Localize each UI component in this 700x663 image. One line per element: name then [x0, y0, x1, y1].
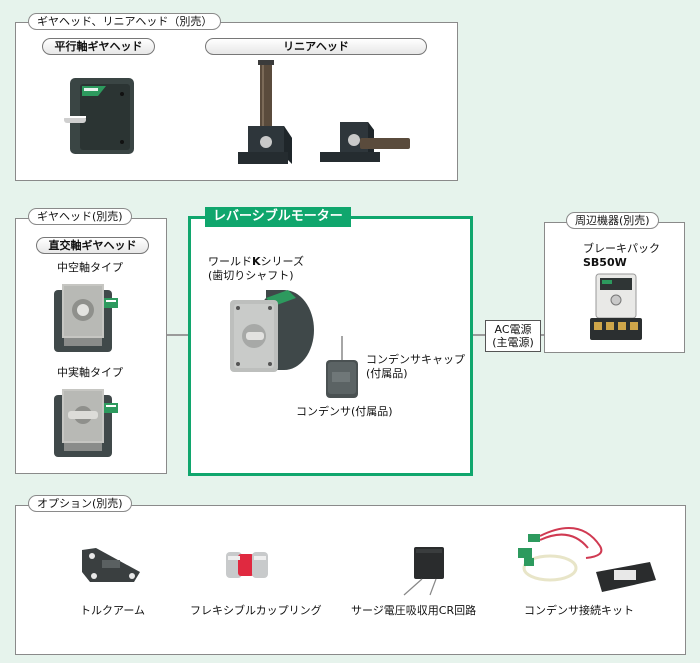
flexible-coupling-image	[226, 552, 268, 578]
options-tab: オプション(別売)	[28, 495, 132, 512]
connector-left	[167, 334, 190, 336]
hollow-shaft-gearhead-image	[54, 284, 118, 352]
option-label-cr-circuit: サージ電圧吸収用CR回路	[351, 604, 477, 617]
ac-power-label: AC電源	[494, 323, 532, 336]
linear-head-horizontal-image	[320, 122, 410, 162]
capacitor-cap-label-2: (付属品)	[366, 367, 408, 380]
option-label-flexible-coupling: フレキシブルカップリング	[190, 604, 322, 617]
capacitor-kit-image	[518, 527, 656, 592]
reversible-motor-tab: レバーシブルモーター	[205, 207, 351, 227]
capacitor-cap-label-1: コンデンサキャップ	[366, 353, 465, 366]
linear-head-vertical-image	[238, 60, 292, 164]
motor-series-k: K	[252, 255, 261, 268]
main-power-label: (主電源)	[492, 336, 534, 349]
motor-series-name: ワールド	[208, 255, 252, 268]
reversible-motor-panel	[188, 216, 473, 476]
torque-arm-image	[82, 548, 140, 582]
peripheral-tab: 周辺機器(別売)	[566, 212, 659, 229]
right-angle-gearhead-pill: 直交軸ギヤヘッド	[36, 237, 149, 254]
gearhead-left-tab: ギヤヘッド(別売)	[28, 208, 132, 225]
hollow-shaft-label: 中空軸タイプ	[57, 261, 123, 274]
option-label-torque-arm: トルクアーム	[80, 604, 146, 617]
reversible-motor-image	[230, 290, 314, 372]
linear-head-pill: リニアヘッド	[205, 38, 427, 55]
motor-series-suffix: シリーズ	[260, 255, 304, 268]
capacitor-image	[326, 360, 358, 398]
capacitor-label: コンデンサ(付属品)	[296, 405, 393, 418]
solid-shaft-gearhead-image	[54, 389, 118, 457]
ac-power-box: AC電源 (主電源)	[485, 320, 541, 352]
cr-circuit-image	[403, 547, 444, 596]
brake-pack-model: SB50W	[583, 256, 627, 269]
brake-pack-label: ブレーキパック	[583, 242, 660, 255]
option-label-capacitor-kit: コンデンサ接続キット	[524, 604, 634, 617]
solid-shaft-label: 中実軸タイプ	[57, 366, 123, 379]
parallel-gearhead-image	[64, 78, 134, 154]
parallel-gearhead-pill: 平行軸ギヤヘッド	[42, 38, 155, 55]
motor-shaft-label: (歯切りシャフト)	[208, 269, 294, 282]
motor-series-label: ワールドKシリーズ	[208, 255, 304, 269]
brake-pack-image	[590, 273, 642, 340]
gearhead-linear-tab: ギヤヘッド、リニアヘッド（別売）	[28, 13, 222, 30]
